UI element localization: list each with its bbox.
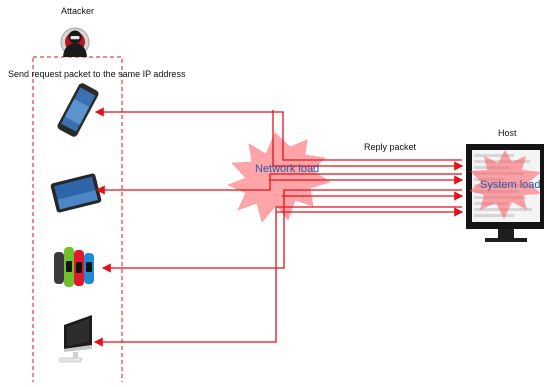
attacker-label: Attacker xyxy=(61,6,94,16)
desktop-monitor-icon xyxy=(59,315,92,362)
tablet-icon xyxy=(50,173,102,213)
network-load-label: Network load xyxy=(255,163,319,175)
network-load-burst xyxy=(228,133,330,222)
send-request-note: Send request packet to the same IP addre… xyxy=(8,69,185,79)
smartwatch-icon xyxy=(54,247,94,287)
reply-packet-label: Reply packet xyxy=(364,142,416,152)
system-load-label: System load xyxy=(480,179,541,191)
reply-arrow-desktop xyxy=(95,207,462,342)
host-label: Host xyxy=(498,128,517,138)
smartphone-icon xyxy=(56,82,100,138)
attacker-hacker-icon xyxy=(61,28,89,57)
